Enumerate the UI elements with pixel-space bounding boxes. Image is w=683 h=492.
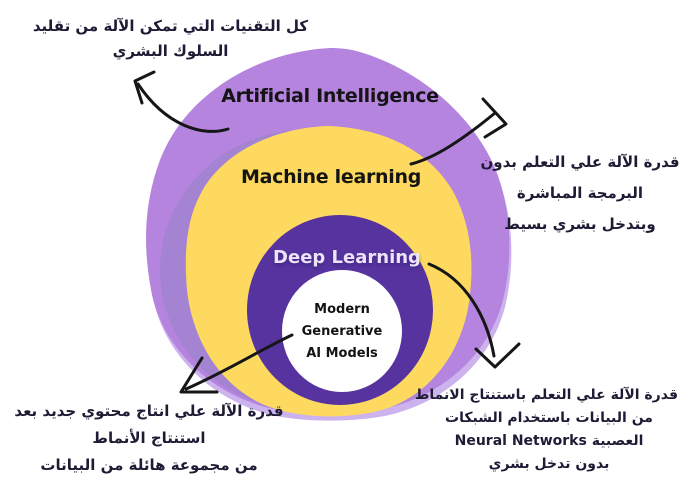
note-line: من مجموعة هائلة من البيانات [40,456,258,474]
label-generative-ai-line: AI Models [306,346,378,361]
label-artificial-intelligence: Artificial Intelligence [221,85,439,107]
label-generative-ai-line: Modern [314,302,370,317]
arrow-bottom-right [427,262,521,369]
label-machine-learning: Machine learning [240,166,421,188]
note-line: قدرة الآلة علي انتاج محتوي جديد بعد [14,402,284,420]
label-generative-ai-line: Generative [301,324,383,339]
note-line: بدون تدخل بشري [488,456,610,472]
note-line: قدرة الآلة علي التعلم بدون [480,153,680,171]
note-line: قدرة الآلة علي التعلم باستنتاج الانماط [414,387,678,403]
note-top-left: كل التقنيات التي تمكن الآلة من تقليد الس… [28,14,313,64]
note-bottom-right: قدرة الآلة علي التعلم باستنتاج الانماط م… [414,384,678,476]
note-line: البرمجة المباشرة [516,184,644,202]
note-line: العصبية Neural Networks [454,433,644,449]
note-line: من البيانات باستخدام الشبكات [445,410,653,426]
note-line: كل التقنيات التي تمكن الآلة من تقليد [32,17,309,35]
note-bottom-left: قدرة الآلة علي انتاج محتوي جديد بعد استن… [4,398,294,479]
note-right: قدرة الآلة علي التعلم بدون البرمجة المبا… [480,147,680,240]
note-line: وبتدخل بشري بسيط [504,215,656,233]
generative-ai-circle [282,270,402,392]
label-deep-learning: Deep Learning [273,247,421,268]
note-line: استنتاج الأنماط [92,429,206,447]
arrow-right [409,97,508,166]
label-generative-ai-models: Modern Generative AI Models [272,299,412,365]
note-line: السلوك البشري [112,42,229,60]
arrow-bottom-left [179,333,294,394]
arrow-top-left [133,70,230,133]
